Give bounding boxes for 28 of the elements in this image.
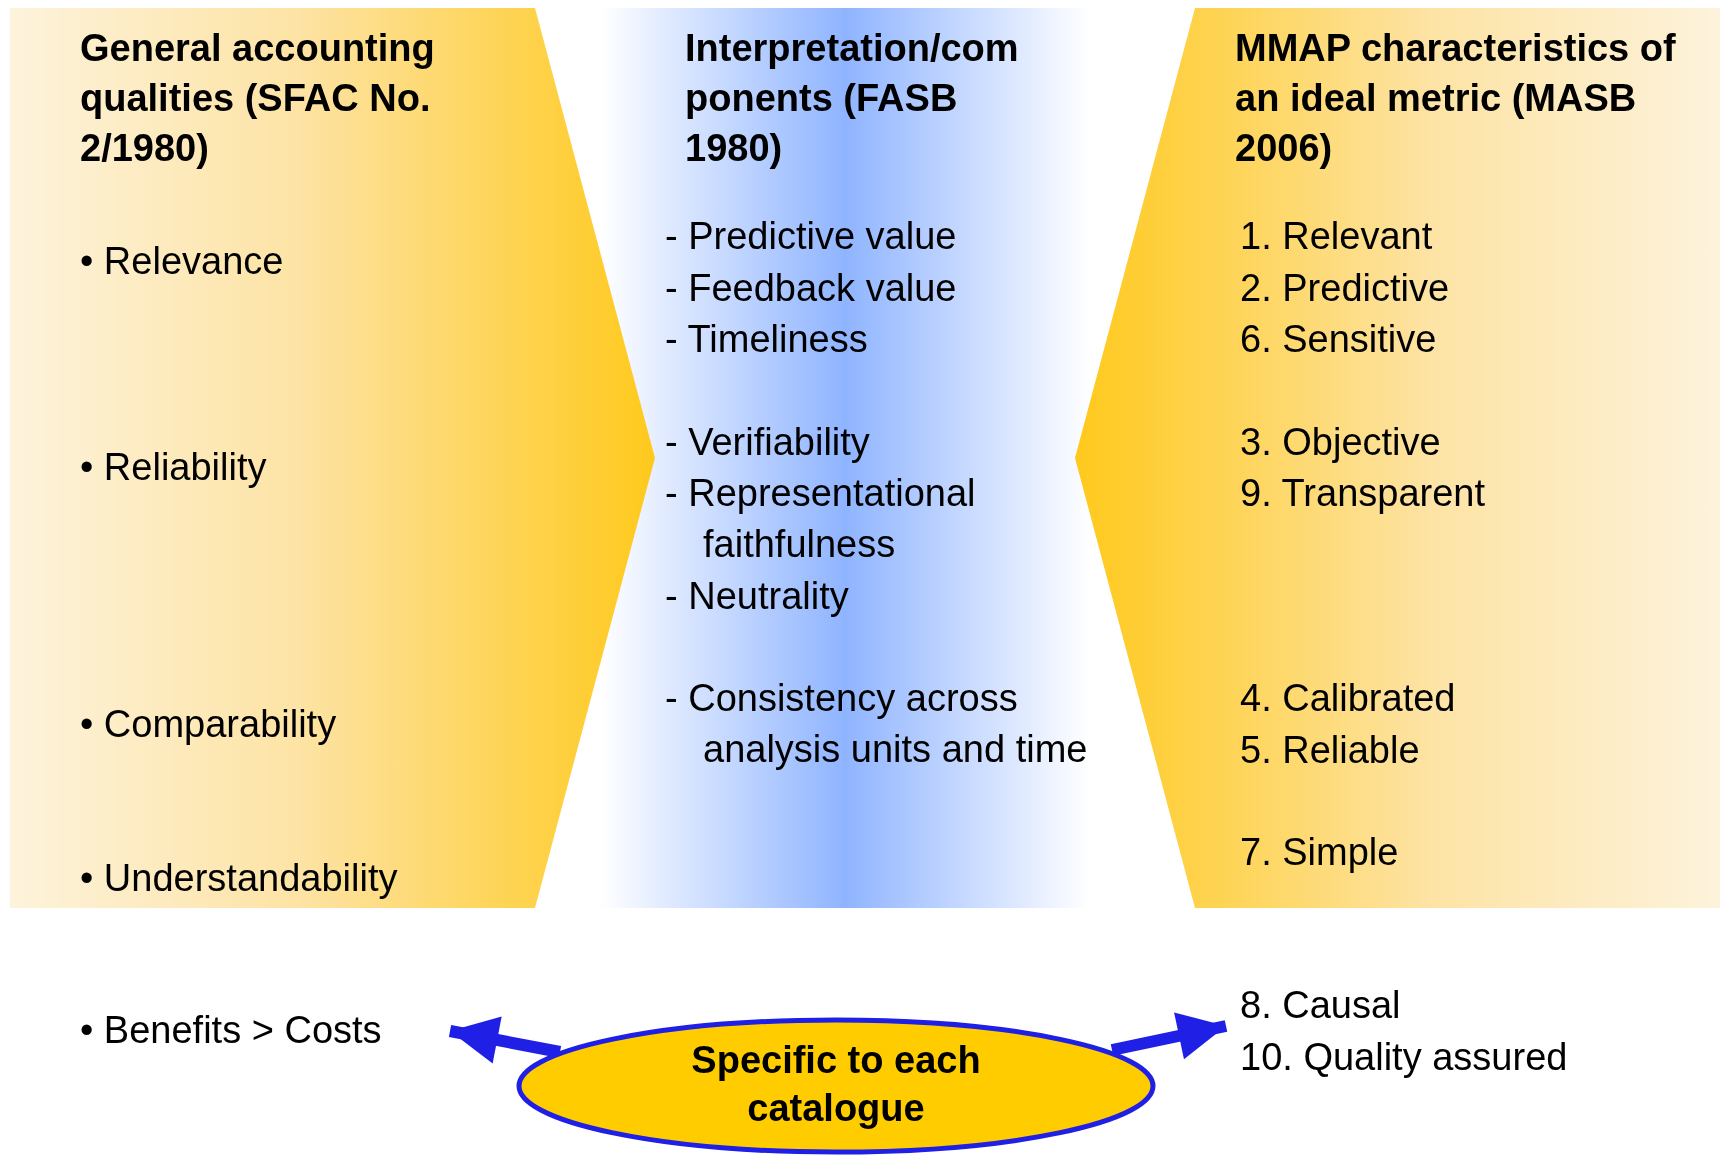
list-item: - Consistency across analysis units and time [665, 676, 1089, 772]
list-item: 2. Predictive [1240, 266, 1451, 311]
list-item: - Representational faithfulness [665, 471, 977, 567]
list-item: • Relevance [80, 239, 285, 284]
ellipse-label: Specific to each catalogue [690, 1038, 982, 1131]
list-item: - Feedback value [665, 266, 958, 311]
list-item: - Timeliness [665, 317, 869, 362]
arrow [1110, 1012, 1228, 1060]
list-item: - Verifiability [665, 420, 871, 465]
list-item: 10. Quality assured [1240, 1035, 1569, 1080]
list-item: 5. Reliable [1240, 728, 1421, 773]
list-item: 9. Transparent [1240, 471, 1487, 516]
list-item: 7. Simple [1240, 830, 1400, 875]
list-item: • Understandability [80, 856, 399, 901]
panel-heading: General accounting qualities (SFAC No. 2/1980) [80, 26, 436, 171]
list-item: - Neutrality [665, 574, 850, 619]
list-item: 8. Causal [1240, 983, 1402, 1028]
list-item: • Comparability [80, 702, 338, 747]
list-item: 3. Objective [1240, 420, 1442, 465]
list-item: • Benefits > Costs [80, 1008, 383, 1053]
panel-heading: Interpretation/components (FASB 1980) [685, 26, 1020, 171]
list-item: 6. Sensitive [1240, 317, 1438, 362]
arrow [448, 1016, 562, 1064]
list-item: - Predictive value [665, 214, 958, 259]
list-item: 4. Calibrated [1240, 676, 1457, 721]
panel-heading: MMAP characteristics of an ideal metric (MASB 2006) [1235, 26, 1677, 171]
list-item: 1. Relevant [1240, 214, 1434, 259]
list-item: • Reliability [80, 445, 268, 490]
